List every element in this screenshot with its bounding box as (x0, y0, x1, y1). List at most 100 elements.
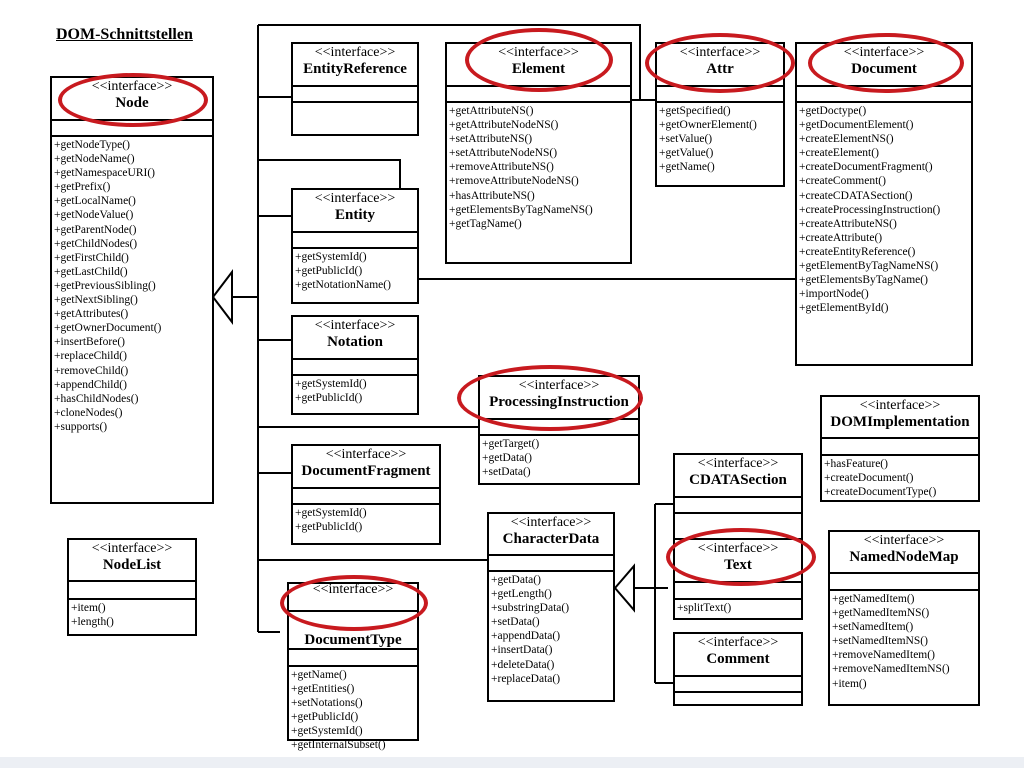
method: +setData() (491, 616, 540, 629)
attribute-compartment (293, 360, 417, 376)
interface-name: NamedNodeMap (849, 549, 959, 565)
method: +removeNamedItemNS() (832, 663, 950, 676)
attribute-compartment (489, 556, 613, 572)
method: +getSystemId() (295, 251, 367, 263)
stereotype-label: <<interface>> (325, 447, 407, 462)
stereotype-label: <<interface>> (697, 456, 779, 471)
method: +getInternalSubset() (291, 739, 386, 752)
method: +getNodeType() (54, 139, 130, 151)
method: +getData() (482, 452, 532, 465)
interface-name: CharacterData (502, 531, 600, 547)
method: +length() (71, 616, 114, 629)
stereotype-label: <<interface>> (510, 515, 592, 530)
interface-name: DOMImplementation (830, 414, 970, 430)
method: +getPublicId() (295, 265, 363, 278)
interface-name: DocumentType (304, 632, 402, 648)
interface-entityreference: <<interface>>EntityReference (291, 42, 419, 136)
method: +appendChild() (54, 378, 127, 391)
generalization-triangle-node (211, 269, 233, 325)
method-list: +splitText() (675, 600, 801, 615)
method: +setAttributeNodeNS() (449, 147, 558, 160)
stereotype-label: <<interface>> (498, 45, 579, 60)
method: +deleteData() (491, 658, 555, 671)
method-list: +getAttributeNS() +getAttributeNodeNS() … (447, 103, 630, 231)
method: +substringData() (491, 602, 570, 615)
method: +getSystemId() (291, 725, 363, 738)
method: +getAttributeNodeNS() (449, 119, 559, 132)
method-list: +getName() +getEntities() +setNotations(… (289, 667, 417, 753)
method: +getLastChild() (54, 265, 128, 278)
connector-node-bus (232, 25, 259, 632)
method-list: +getSystemId() +getPublicId() (293, 376, 417, 405)
attribute-compartment (293, 233, 417, 249)
interface-name: Text (724, 557, 752, 573)
method: +hasFeature() (824, 458, 888, 470)
method: +getChildNodes() (54, 237, 138, 250)
stereotype-label: <<interface>> (843, 45, 925, 60)
method: +getLength() (491, 588, 552, 601)
page-title: DOM-Schnittstellen (56, 26, 193, 43)
stereotype-label: <<interface>> (863, 533, 945, 548)
method-list: +hasFeature() +createDocument() +createD… (822, 456, 978, 499)
method: +getOwnerDocument() (54, 322, 162, 335)
method: +getNotationName() (295, 279, 391, 292)
interface-namednodemap: <<interface>>NamedNodeMap +getNamedItem(… (828, 530, 980, 706)
interface-name: EntityReference (303, 61, 407, 77)
method-list: +getSystemId() +getPublicId() +getNotati… (293, 249, 417, 292)
method-list: +getTarget() +getData() +setData() (480, 436, 638, 479)
stereotype-label: <<interface>> (91, 79, 173, 94)
attribute-compartment (289, 650, 417, 667)
method-list: +getSystemId() +getPublicId() (293, 505, 439, 534)
method: +setNotations() (291, 697, 363, 710)
interface-documentfragment: <<interface>>DocumentFragment +getSystem… (291, 444, 441, 545)
method: +createEntityReference() (799, 245, 916, 258)
method: +removeNamedItem() (832, 649, 935, 662)
method: +appendData() (491, 630, 561, 643)
method-list: +getNamedItem() +getNamedItemNS() +setNa… (830, 591, 978, 691)
method: +insertData() (491, 644, 553, 657)
attribute-compartment (447, 87, 630, 103)
interface-name: NodeList (102, 557, 162, 573)
stereotype-label: <<interface>> (679, 45, 761, 60)
method: +getDocumentElement() (799, 119, 914, 132)
interface-name: Comment (706, 651, 770, 667)
interface-name: Notation (327, 334, 383, 350)
method: +removeAttributeNS() (449, 161, 554, 174)
method: +getPreviousSibling() (54, 279, 156, 292)
method: +getSystemId() (295, 378, 367, 390)
method: +removeAttributeNodeNS() (449, 175, 579, 188)
method: +getElementsByTagNameNS() (449, 203, 593, 216)
interface-name: Document (851, 61, 917, 77)
stereotype-label: <<interface>> (314, 45, 396, 60)
attribute-compartment (675, 677, 801, 693)
method: +getTarget() (482, 438, 540, 450)
method: +getNamedItemNS() (832, 607, 930, 620)
method: +item() (71, 602, 106, 614)
method: +hasAttributeNS() (449, 189, 535, 202)
method-list (675, 693, 801, 694)
method: +createProcessingInstruction() (799, 203, 941, 216)
stereotype-label: <<interface>> (314, 191, 396, 206)
method: +getPublicId() (291, 711, 359, 724)
attribute-compartment (293, 87, 417, 103)
stereotype-label: <<interface>> (697, 541, 779, 556)
interface-text: <<interface>>Text +splitText() (673, 538, 803, 620)
generalization-triangle-characterdata (613, 563, 635, 613)
method: +setValue() (659, 133, 713, 146)
method: +getNodeName() (54, 153, 135, 166)
attribute-compartment (293, 489, 439, 505)
method: +getPublicId() (295, 521, 363, 534)
stereotype-label: <<interface>> (91, 541, 173, 556)
method: +createElementNS() (799, 133, 894, 146)
interface-domimplementation: <<interface>>DOMImplementation +hasFeatu… (820, 395, 980, 502)
method: +supports() (54, 420, 108, 433)
interface-node: <<interface>>Node +getNodeType() +getNod… (50, 76, 214, 504)
attribute-compartment (657, 87, 783, 103)
interface-attr: <<interface>>Attr +getSpecified() +getOw… (655, 42, 785, 187)
method: +getElementById() (799, 302, 889, 315)
method: +createDocumentFragment() (799, 161, 933, 174)
method: +setNamedItem() (832, 621, 914, 634)
method: +setAttributeNS() (449, 133, 533, 146)
